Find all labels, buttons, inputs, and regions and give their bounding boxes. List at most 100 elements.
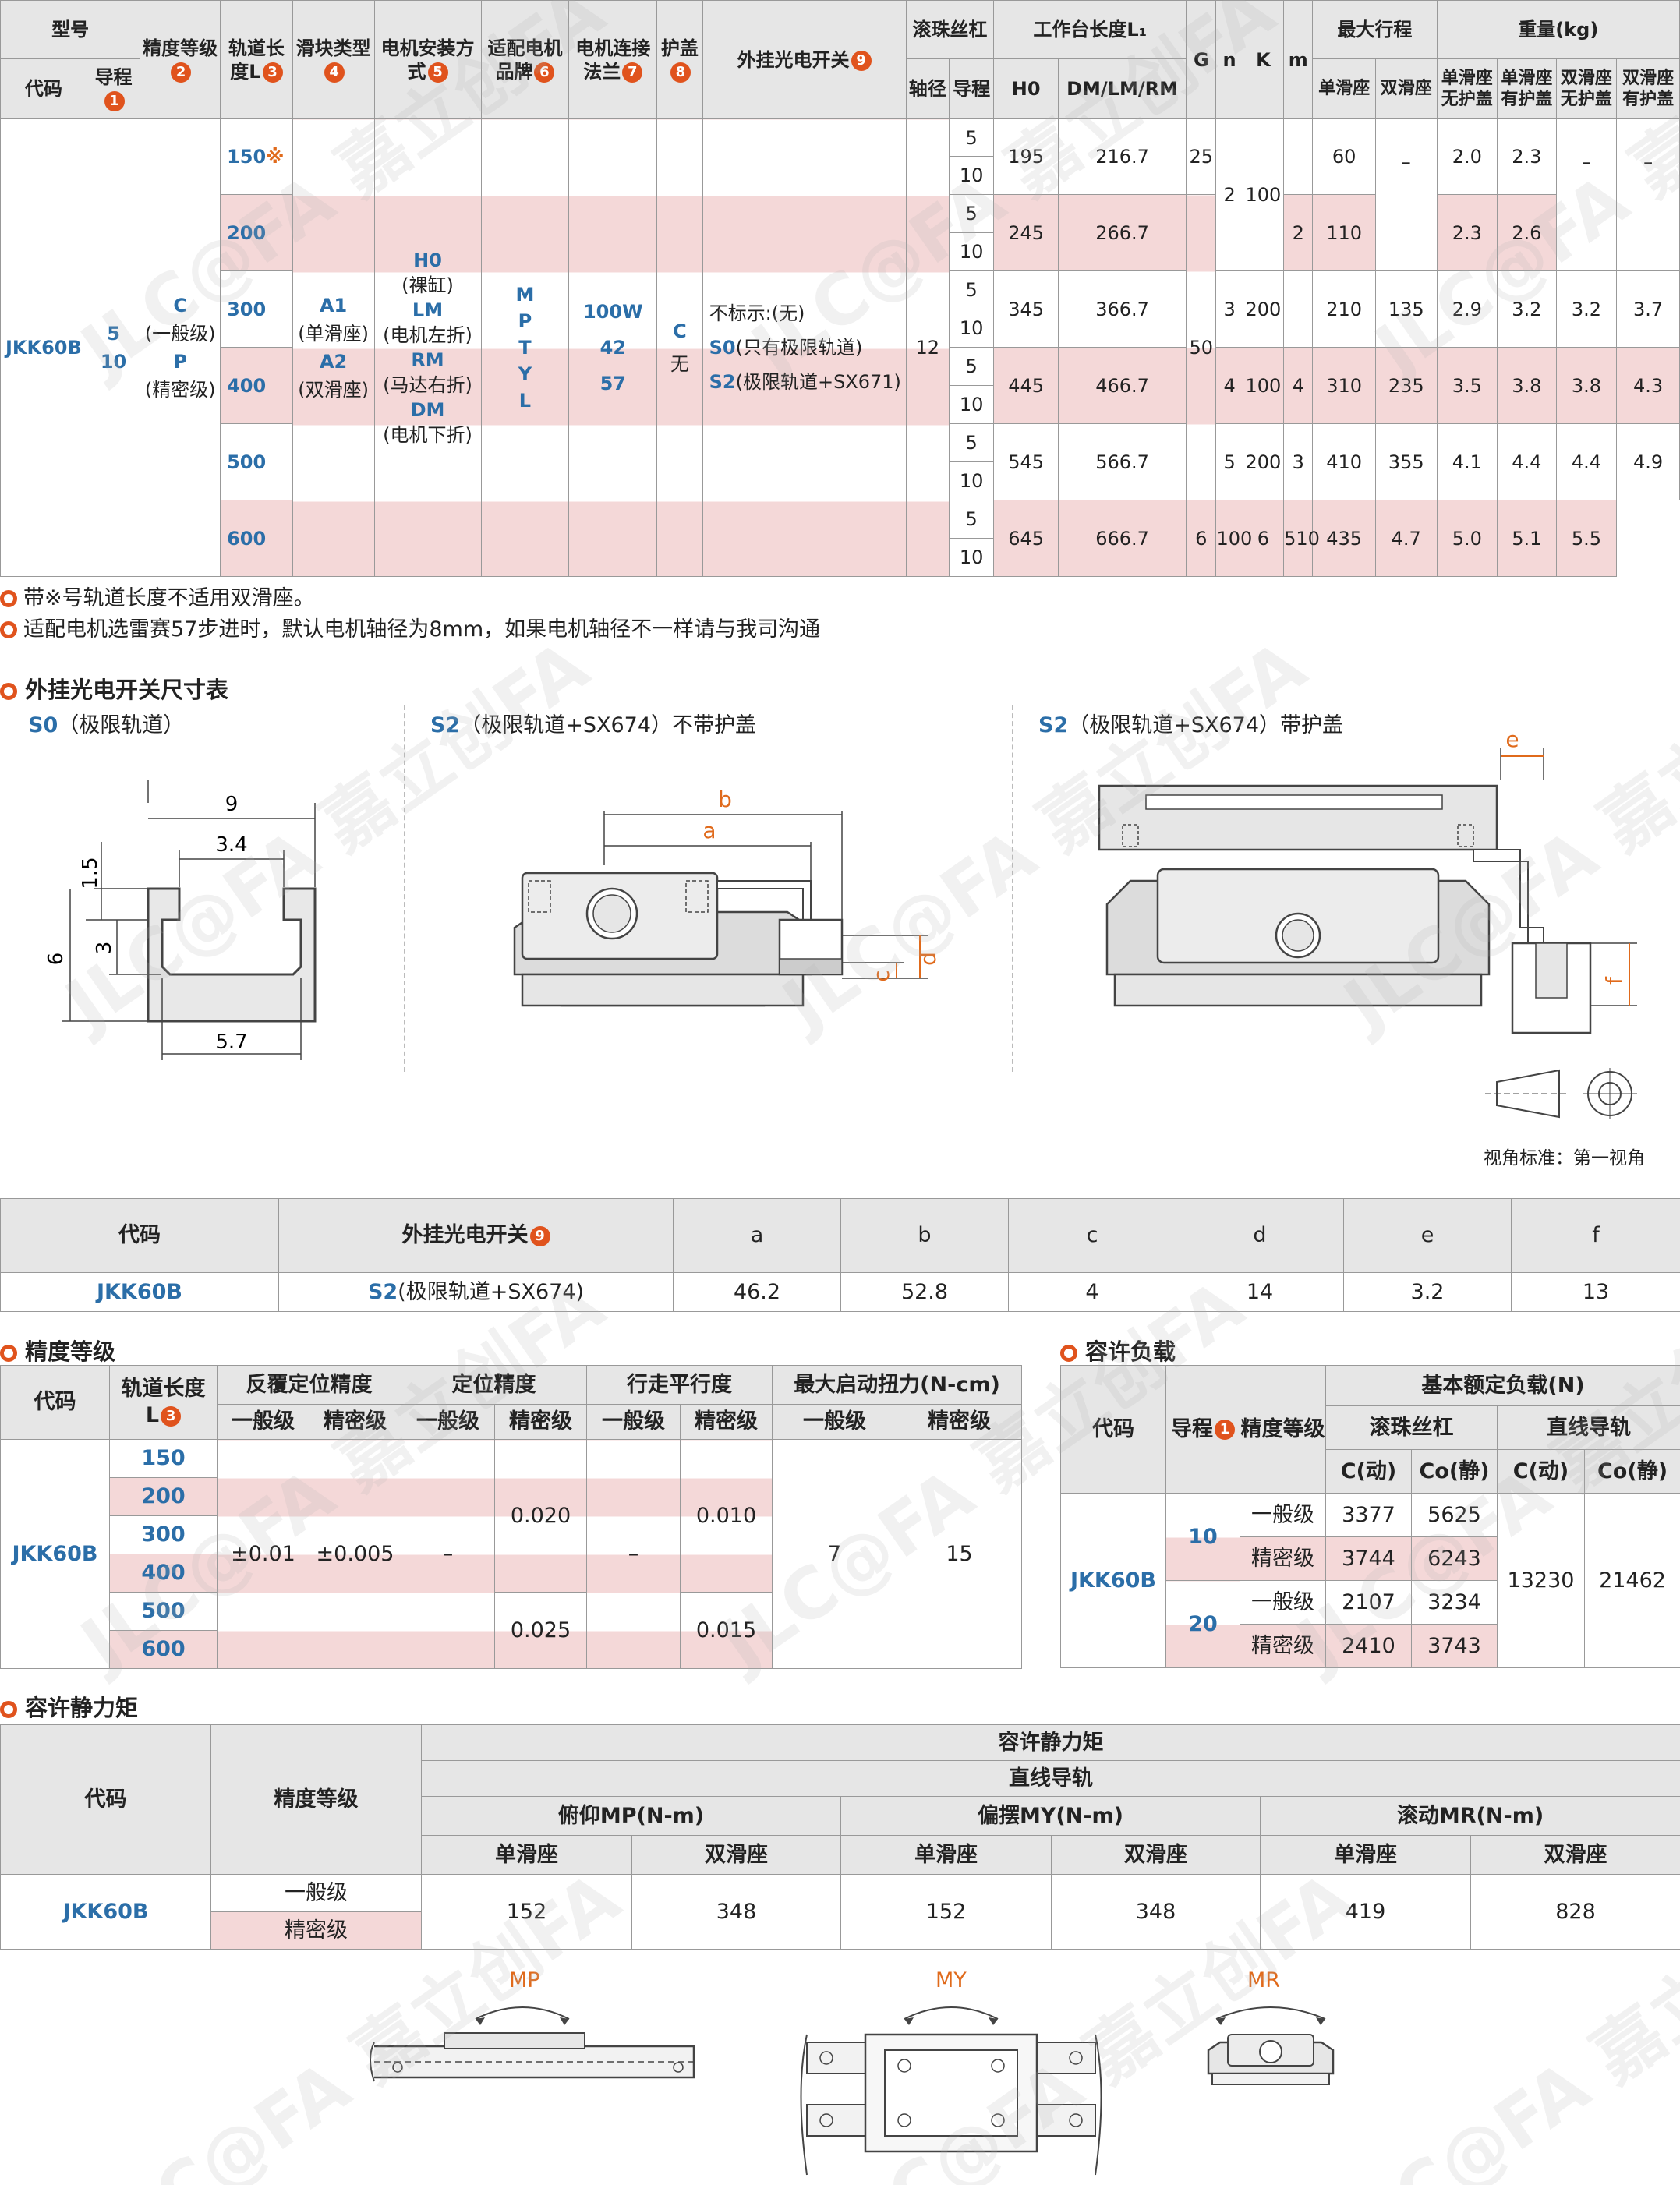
h-code: 代码 <box>0 58 87 119</box>
mr-diagram <box>1207 2006 1335 2085</box>
slider-cell: A1(单滑座)A2(双滑座) <box>292 118 375 577</box>
w1-300: 2.9 <box>1436 270 1498 348</box>
s1-600: 510 <box>1283 500 1320 577</box>
m-150 <box>1283 118 1314 195</box>
s2-cover-drawing: e f <box>1098 733 1637 1034</box>
code-cell: JKK60B <box>1060 1493 1166 1668</box>
lead-10: 10 <box>948 232 995 271</box>
grade-precise: 精密级 <box>210 1911 422 1950</box>
h-c-dyn: C(动) <box>1325 1449 1412 1494</box>
s2b-caption: S2（极限轨道+SX674）带护盖 <box>1038 713 1344 737</box>
h-w4: 双滑座有护盖 <box>1616 58 1680 119</box>
grade-general: 一般级 <box>210 1874 422 1912</box>
h-my: 偏摆MY(N-m) <box>840 1796 1261 1836</box>
h-n: n <box>1215 0 1243 119</box>
h-precision: 精度等级 <box>1240 1365 1326 1494</box>
rail-600: 600 <box>109 1630 218 1669</box>
s2-150: – <box>1374 118 1438 271</box>
h-f: f <box>1511 1198 1680 1273</box>
repeat-precise: ±0.005 <box>309 1439 401 1669</box>
h-w2: 单滑座有护盖 <box>1497 58 1557 119</box>
m-300 <box>1283 270 1314 348</box>
h-single: 单滑座 <box>1260 1835 1471 1875</box>
lead-10: 10 <box>948 461 995 500</box>
dm-150: 216.7 <box>1057 118 1187 195</box>
val-c: 4 <box>1008 1272 1176 1312</box>
lead-5: 5 <box>948 500 995 539</box>
s2a-caption: S2（极限轨道+SX674）不带护盖 <box>430 713 757 737</box>
h-mr: 滚动MR(N-m) <box>1259 1796 1680 1836</box>
m-400: 4 <box>1283 347 1314 424</box>
w2-600: 5.0 <box>1436 500 1498 577</box>
h-position: 定位精度 <box>401 1365 587 1405</box>
guide-c: 13230 <box>1497 1493 1585 1668</box>
h-w3: 双滑座无护盖 <box>1555 58 1618 119</box>
h-ballscrew: 滚珠丝杠 <box>1325 1405 1498 1450</box>
h-precise: 精密级 <box>494 1404 587 1440</box>
h-double: 双滑座 <box>1051 1835 1261 1875</box>
rail-300: 300 <box>220 270 293 348</box>
dim-9: 9 <box>225 793 239 816</box>
s1-300: 210 <box>1312 270 1376 348</box>
dm-300: 366.7 <box>1057 270 1187 348</box>
dim-3-4: 3.4 <box>215 833 247 857</box>
par-precise-1: 0.010 <box>680 1439 773 1593</box>
h-double: 双滑座 <box>631 1835 841 1875</box>
c-val: 2410 <box>1325 1624 1412 1668</box>
mr-double: 828 <box>1470 1874 1680 1950</box>
h-cover: 护盖8 <box>656 0 703 119</box>
lead-5: 5 <box>948 270 995 309</box>
lead-10: 10 <box>1165 1493 1240 1581</box>
h-mp: 俯仰MP(N-m) <box>421 1796 841 1836</box>
h-guide: 直线导轨 <box>1496 1405 1680 1450</box>
h-lead: 导程1 <box>86 58 141 119</box>
val-f: 13 <box>1511 1272 1680 1312</box>
k-300: 200 <box>1242 270 1285 348</box>
m-600: 6 <box>1242 500 1285 577</box>
h-single: 单滑座 <box>421 1835 632 1875</box>
mp-single: 152 <box>421 1874 632 1950</box>
moment-table: 代码 精度等级 容许静力矩 直线导轨 俯仰MP(N-m) 偏摆MY(N-m) 滚… <box>0 1724 1680 1950</box>
dim-b: b <box>718 787 732 812</box>
mp-diagram <box>370 2006 695 2082</box>
mr-label: MR <box>1247 1968 1281 1992</box>
lead-10: 10 <box>948 538 995 577</box>
code-cell: JKK60B <box>0 1439 110 1669</box>
torque-precise: 15 <box>897 1439 1022 1669</box>
dm-500: 566.7 <box>1057 423 1187 500</box>
dim-a: a <box>702 818 716 843</box>
my-single: 152 <box>840 1874 1052 1950</box>
h-k: K <box>1242 0 1285 119</box>
h-ballscrew: 滚珠丝杠 <box>905 0 995 59</box>
h-general: 一般级 <box>586 1404 681 1440</box>
h-co-static: Co(静) <box>1583 1449 1680 1494</box>
h-dm: DM/LM/RM <box>1057 58 1187 119</box>
section-load-title: 容许负载 <box>1060 1334 1176 1367</box>
code-cell: JKK60B <box>0 1272 279 1312</box>
torque-general: 7 <box>772 1439 897 1669</box>
s0-rail-drawing: 9 3.4 1.5 6 3 5.7 <box>44 780 317 1060</box>
code-cell: JKK60B <box>0 118 87 577</box>
s2-300: 135 <box>1374 270 1438 348</box>
bullet-icon <box>1060 1345 1077 1362</box>
s1-200: 110 <box>1312 194 1376 271</box>
grade-precise: 精密级 <box>1240 1536 1326 1581</box>
h-double: 双滑座 <box>1374 58 1438 119</box>
h-torque: 最大启动扭力(N-cm) <box>772 1365 1022 1405</box>
h-guide: 直线导轨 <box>420 1760 1680 1797</box>
code-cell: JKK60B <box>0 1874 211 1950</box>
w2-400: 3.8 <box>1497 347 1557 424</box>
w1-400: 3.5 <box>1436 347 1498 424</box>
w4-400: 4.3 <box>1616 347 1680 424</box>
h-a: a <box>673 1198 841 1273</box>
s2-400: 235 <box>1374 347 1438 424</box>
val-a: 46.2 <box>673 1272 841 1312</box>
rail-500: 500 <box>109 1592 218 1631</box>
h-lead2: 导程 <box>948 58 995 119</box>
lead-5: 5 <box>948 347 995 386</box>
